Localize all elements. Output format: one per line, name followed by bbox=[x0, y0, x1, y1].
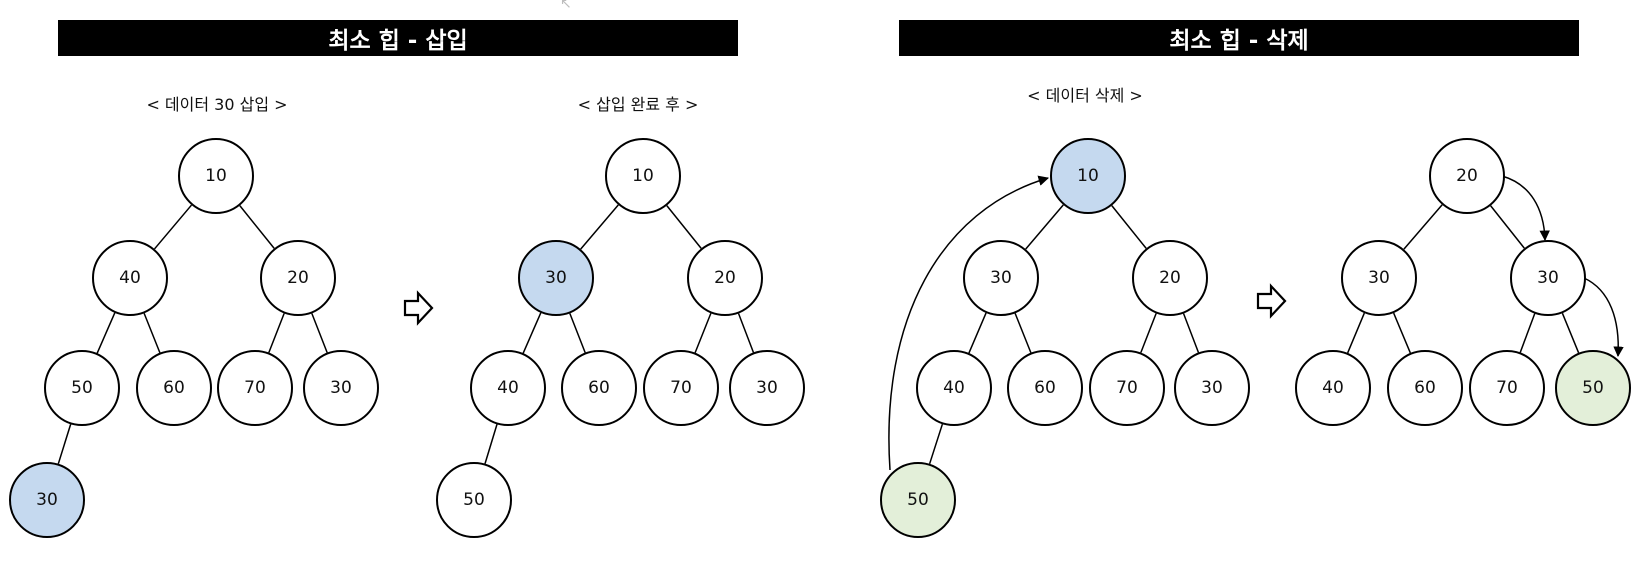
insert-before-node: 60 bbox=[136, 350, 212, 426]
delete-title-banner: 최소 힙 - 삭제 bbox=[899, 20, 1579, 56]
delete-before-node: 60 bbox=[1007, 350, 1083, 426]
insert-title-banner: 최소 힙 - 삽입 bbox=[58, 20, 738, 56]
insert-before-node: 50 bbox=[44, 350, 120, 426]
insert-before-node: 40 bbox=[92, 240, 168, 316]
insert-after-node: 10 bbox=[605, 138, 681, 214]
delete-before-node: 20 bbox=[1132, 240, 1208, 316]
cursor-icon: ↖ bbox=[560, 0, 572, 12]
delete-before-node: 30 bbox=[963, 240, 1039, 316]
delete-before-caption: < 데이터 삭제 > bbox=[1027, 86, 1143, 105]
insert-before-node: 30 bbox=[303, 350, 379, 426]
insert-after-node: 50 bbox=[436, 462, 512, 538]
insert-after-node: 30 bbox=[518, 240, 594, 316]
insert-after-node: 70 bbox=[643, 350, 719, 426]
insert-after-node: 30 bbox=[729, 350, 805, 426]
delete-before-node: 10 bbox=[1050, 138, 1126, 214]
insert-after-node: 60 bbox=[561, 350, 637, 426]
delete-before-node: 30 bbox=[1174, 350, 1250, 426]
insert-before-node: 10 bbox=[178, 138, 254, 214]
insert-after-caption: < 삽입 완료 후 > bbox=[577, 95, 699, 114]
insert-before-caption: < 데이터 30 삽입 > bbox=[146, 95, 288, 114]
delete-after-node: 40 bbox=[1295, 350, 1371, 426]
delete-after-node: 60 bbox=[1387, 350, 1463, 426]
insert-before-node: 20 bbox=[260, 240, 336, 316]
delete-after-node: 30 bbox=[1510, 240, 1586, 316]
insert-before-node: 30 bbox=[9, 462, 85, 538]
delete-after-node: 30 bbox=[1341, 240, 1417, 316]
delete-before-node: 50 bbox=[880, 462, 956, 538]
delete-after-node: 50 bbox=[1555, 350, 1631, 426]
delete-after-node: 20 bbox=[1429, 138, 1505, 214]
delete-before-node: 70 bbox=[1089, 350, 1165, 426]
insert-after-node: 40 bbox=[470, 350, 546, 426]
delete-after-node: 70 bbox=[1469, 350, 1545, 426]
insert-before-node: 70 bbox=[217, 350, 293, 426]
insert-after-node: 20 bbox=[687, 240, 763, 316]
delete-before-node: 40 bbox=[916, 350, 992, 426]
